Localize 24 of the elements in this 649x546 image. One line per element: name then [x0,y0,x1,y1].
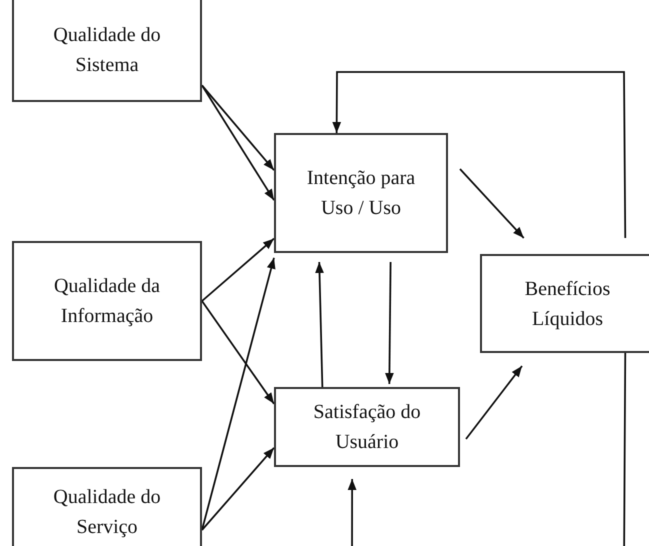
process-box [480,254,649,353]
arrow [201,300,275,404]
process-box [12,467,202,546]
process-box [274,133,448,253]
box-label: Qualidade da Informação [52,274,162,329]
box-label: Intenção para Uso / Uso [306,166,416,221]
arrow [332,71,626,238]
arrow [315,262,324,388]
arrow [201,238,275,302]
arrow [385,262,394,384]
arrow [201,447,275,531]
box-label: Benefícios Líquidos [524,276,612,332]
process-box [12,241,202,361]
box-label: Qualidade do Serviço [52,485,162,540]
box-label: Satisfação do Usuário [312,400,422,455]
arrow [201,84,275,201]
arrow [201,258,276,530]
arrow [459,168,524,239]
arrow [201,84,275,171]
box-label: Qualidade do Sistema [52,23,162,78]
process-box [12,0,202,102]
arrow [348,353,626,546]
arrow [465,365,523,440]
process-box [274,387,460,467]
